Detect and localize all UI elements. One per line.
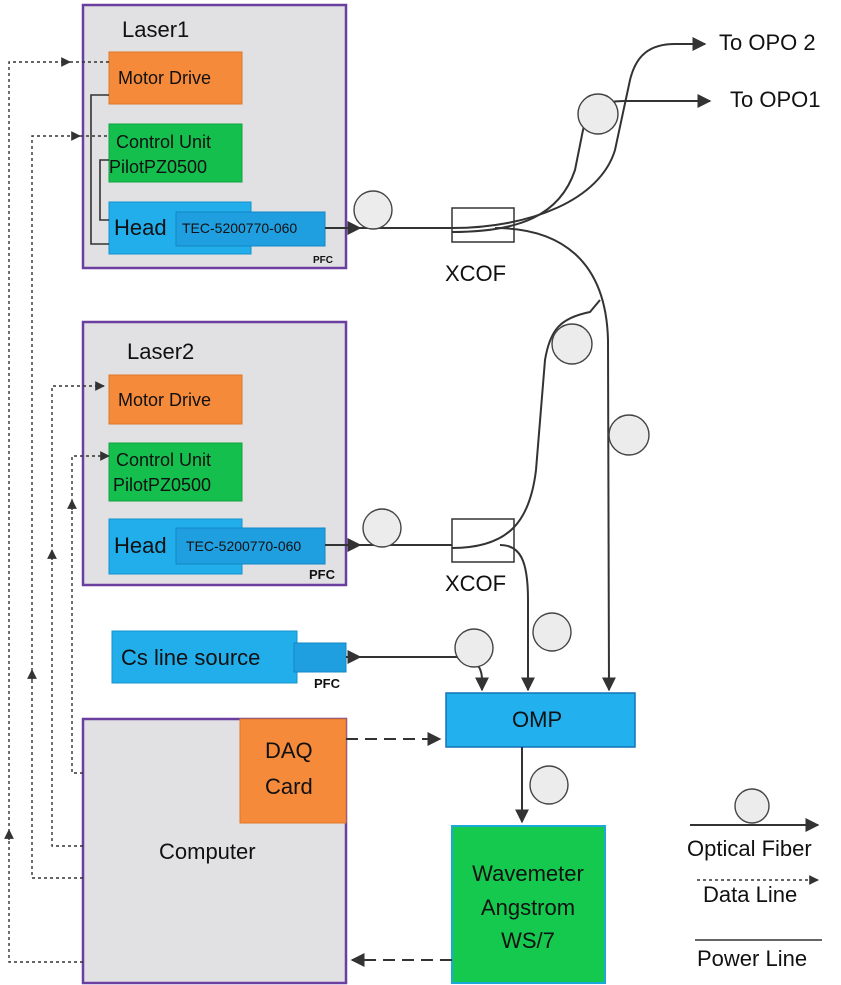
to-opo2-label: To OPO 2 [719,30,816,55]
fiber-coils [353,93,650,805]
laser1-control-unit-line2: PilotPZ0500 [109,157,207,177]
laser1-pfc-label: PFC [313,255,333,266]
laser1-motor-drive-label: Motor Drive [118,68,211,88]
cs-source-connector [293,642,347,673]
cs-source-pfc-label: PFC [314,676,341,691]
cs-line-source: Cs line source PFC [111,630,347,691]
fiber-coil [608,414,650,456]
legend: Optical Fiber Data Line Power Line [687,788,822,971]
laser1-panel: Laser1 Motor Drive Control Unit PilotPZ0… [81,3,348,270]
laser2-panel: Laser2 Motor Drive Control Unit PilotPZ0… [81,320,348,587]
laser2-pfc-label: PFC [309,567,336,582]
omp-box [445,692,636,748]
laser1-head-label: Head [114,215,167,240]
wavemeter-group: Wavemeter Angstrom WS/7 [451,825,606,984]
legend-data-line: Data Line [703,882,797,907]
fiber-coil [529,765,569,805]
omp-label: OMP [512,707,562,732]
legend-power-line: Power Line [697,946,807,971]
xcof2-label: XCOF [445,571,506,596]
data-lines [4,57,452,967]
wavemeter-line3: WS/7 [501,928,555,953]
fiber-coil [577,93,619,135]
daq-card-box [239,718,347,824]
laser1-control-unit-box [108,123,243,183]
cs-source-box [111,630,298,684]
cs-source-label: Cs line source [121,645,260,670]
legend-optical-fiber: Optical Fiber [687,836,812,861]
xcof1-coupler: XCOF [445,207,515,286]
laser2-motor-drive-box [108,374,243,425]
wavemeter-box [451,825,606,984]
laser2-control-unit-box [108,442,243,502]
to-opo1-label: To OPO1 [730,87,820,112]
laser2-head-label: Head [114,533,167,558]
fiber-coil [353,190,393,230]
laser2-tec-box [175,527,326,565]
wavemeter-line1: Wavemeter [472,861,584,886]
laser2-motor-drive-label: Motor Drive [118,390,211,410]
laser2-tec-label: TEC-5200770-060 [186,538,301,554]
laser2-control-unit-line1: Control Unit [116,450,211,470]
daq-card-line1: DAQ [265,738,313,763]
computer-label: Computer [159,839,256,864]
computer-panel: DAQ Card Computer [81,717,348,985]
legend-fiber-coil [734,788,770,824]
laser2-control-unit-line2: PilotPZ0500 [113,475,211,495]
laser1-title: Laser1 [122,17,189,42]
laser1-motor-drive-box [108,51,243,105]
laser1-tec-box [175,211,326,247]
laser2-title: Laser2 [127,339,194,364]
laser1-control-unit-line1: Control Unit [116,132,211,152]
xcof2-coupler: XCOF [445,518,515,596]
xcof1-label: XCOF [445,261,506,286]
omp-box-group: OMP [445,692,636,748]
fiber-coil [362,508,402,548]
daq-card-line2: Card [265,774,313,799]
fiber-coil [532,612,572,652]
fiber-coil [551,323,593,365]
fiber-coil [454,628,494,668]
laser1-tec-label: TEC-5200770-060 [182,220,297,236]
wavemeter-line2: Angstrom [481,895,575,920]
